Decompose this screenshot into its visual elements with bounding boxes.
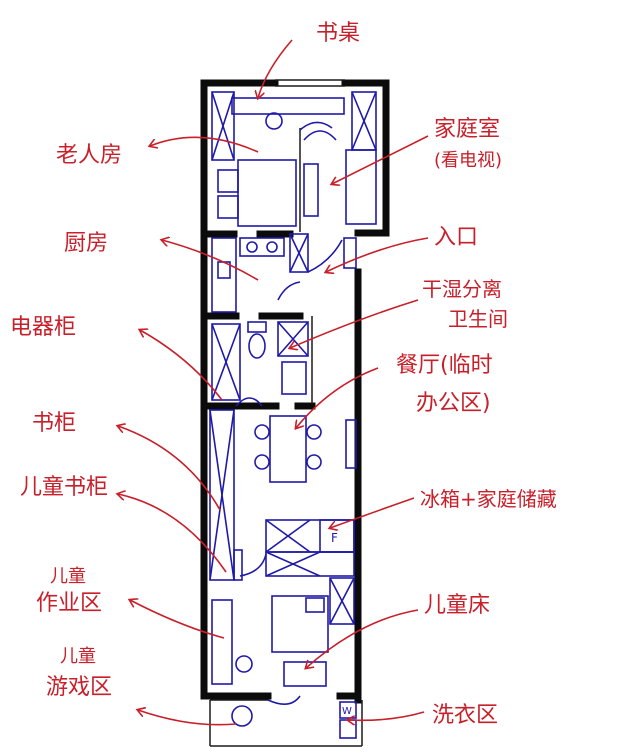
furniture [209,91,377,739]
arrow-appliance-cabinet [140,330,223,401]
label-bathroom: 干湿分离 [422,277,502,301]
label-kids-play-note: 游戏区 [46,675,112,700]
arrow-dining [296,367,379,428]
arrow-fridge-storage [330,497,415,528]
arrow-entrance [326,237,429,272]
label-laundry: 洗衣区 [432,703,498,728]
partitions [209,79,363,747]
label-kids-study-note: 作业区 [36,591,102,616]
fridge-mark: F [331,531,338,545]
label-appliance-cabinet: 电器柜 [10,315,76,340]
label-family-room: 家庭室 [434,117,500,142]
label-dining: 餐厅(临时 [396,353,493,378]
arrow-study-desk [258,39,293,98]
label-fridge-storage: 冰箱+家庭储藏 [420,487,557,511]
arrow-kids-play [138,710,237,726]
arrow-laundry [348,711,425,720]
arrow-kids-study [130,600,225,639]
arrow-bathroom [290,299,419,348]
label-kids-play: 儿童 [60,646,96,667]
label-family-room-note: (看电视) [434,150,502,171]
label-kids-bed: 儿童床 [424,593,490,618]
washer-mark: W [342,706,352,717]
annotation-labels: 书桌 老人房 家庭室 (看电视) 厨房 入口 干湿分离 卫生间 电器柜 餐厅(临… [10,21,557,728]
floor-plan: F W [200,79,390,747]
label-kids-bookcase: 儿童书柜 [20,475,108,500]
label-bathroom-note: 卫生间 [448,307,508,331]
arrow-master-bedroom [150,136,259,153]
arrow-kitchen [162,240,259,281]
arrow-kids-bookcase [118,494,227,573]
arrow-bookcase [118,426,221,511]
outer-walls [200,79,390,704]
label-master-bedroom: 老人房 [56,143,122,168]
label-dining-note: 办公区) [416,391,491,416]
annotation-arrows [118,39,429,726]
label-kids-study: 儿童 [50,566,86,587]
label-bookcase: 书柜 [32,411,76,436]
arrow-family-room [332,135,429,184]
label-study-desk: 书桌 [316,21,360,46]
arrow-kids-bed [306,609,419,668]
label-kitchen: 厨房 [64,231,108,256]
label-entrance: 入口 [434,225,478,250]
